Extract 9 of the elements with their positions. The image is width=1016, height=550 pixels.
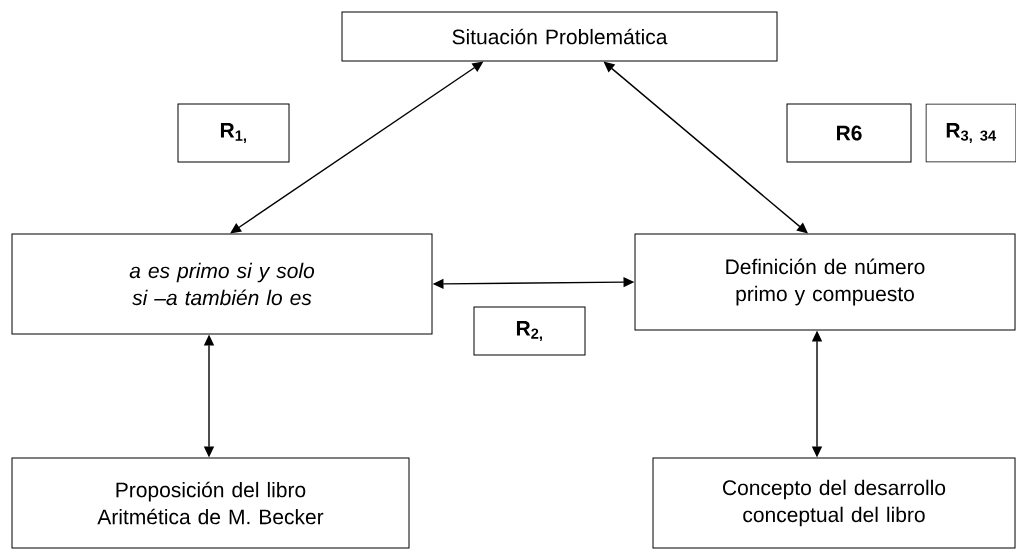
label-box: R$_{2,}$ [473, 306, 586, 356]
title-box: Situación Problemática [341, 11, 778, 62]
concept-box: Definición de número primo y compuesto [634, 233, 1016, 331]
concept-box: Proposición del libro Aritmética de M. Becker [11, 457, 410, 549]
concept-box: a es primo si y solo si –a también lo es [11, 233, 433, 335]
concept-box: Concepto del desarrollo conceptual del libro [652, 457, 1016, 549]
label-box: R6 [786, 103, 912, 163]
label-box: R$_{3, 34}$ [925, 103, 1016, 163]
label-box: R$_{1,}$ [177, 103, 290, 163]
